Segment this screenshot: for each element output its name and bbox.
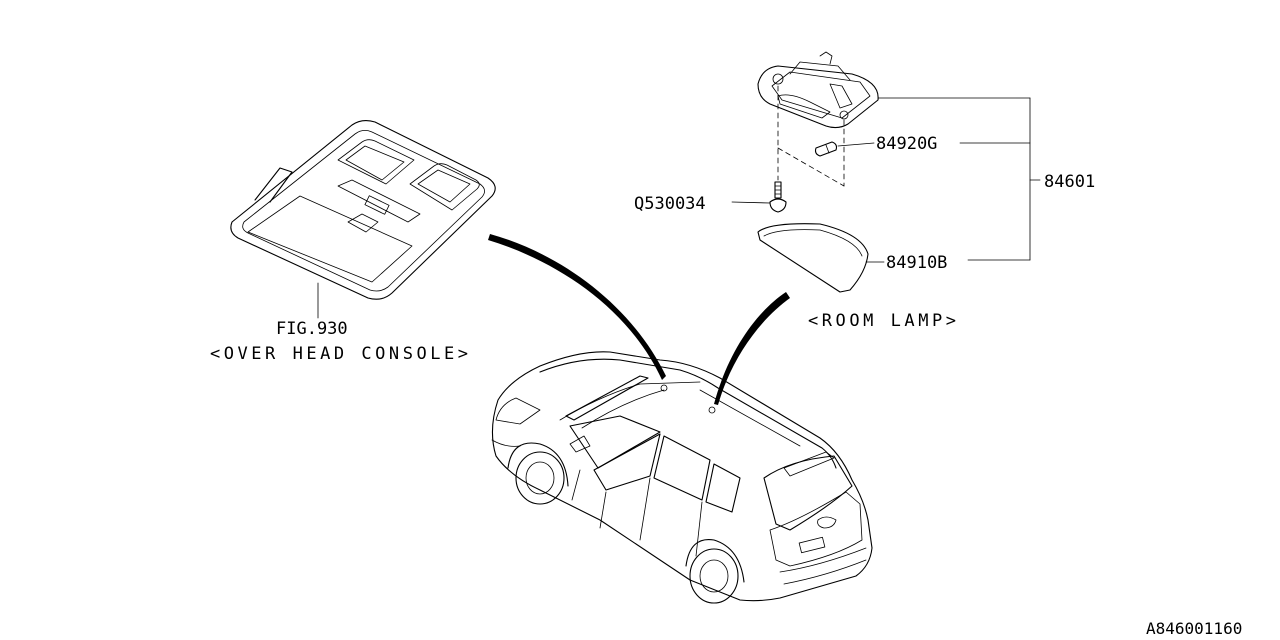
part-84601-label[interactable]: 84601 bbox=[1044, 172, 1095, 192]
part-q530034-label[interactable]: Q530034 bbox=[634, 194, 706, 214]
vehicle-drawing bbox=[491, 351, 873, 604]
bulb-84920g bbox=[814, 141, 838, 157]
room-lamp-caption: <ROOM LAMP> bbox=[808, 311, 956, 331]
callout-leaders bbox=[731, 97, 1041, 263]
overhead-console-caption: <OVER HEAD CONSOLE> bbox=[210, 344, 468, 364]
diagram-id: A846001160 bbox=[1146, 619, 1242, 638]
part-84910b-label[interactable]: 84910B bbox=[886, 253, 947, 273]
part-84920g-label[interactable]: 84920G bbox=[876, 134, 937, 154]
fig-930-label[interactable]: FIG.930 bbox=[276, 319, 348, 339]
lamp-pointer-line bbox=[714, 292, 790, 405]
lens-84910b bbox=[757, 223, 869, 293]
room-lamp-housing bbox=[757, 51, 879, 129]
overhead-console-drawing bbox=[230, 119, 496, 319]
screw-q530034 bbox=[769, 181, 787, 213]
console-pointer-line bbox=[488, 234, 666, 380]
